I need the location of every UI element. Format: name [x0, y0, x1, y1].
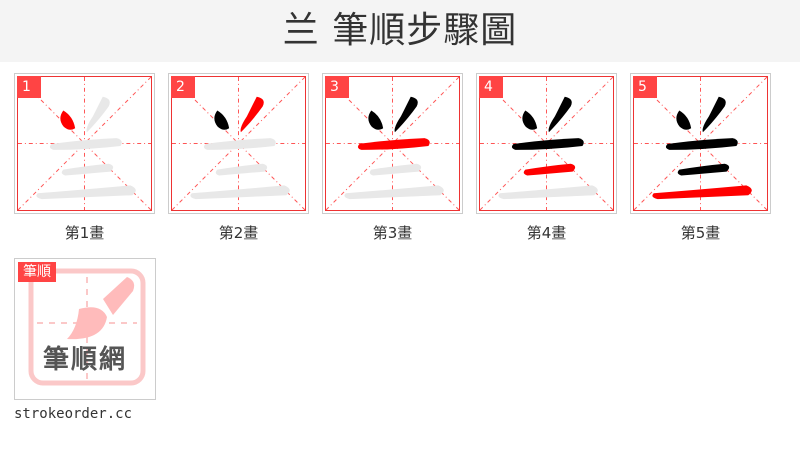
stroke-card-3: 3 [322, 73, 463, 214]
step-number-badge: 3 [325, 76, 349, 98]
strokeorder-logo[interactable]: 筆順 筆順網 [14, 258, 156, 400]
grid-frame [633, 76, 768, 211]
step-label: 第3畫 [372, 224, 413, 242]
brush-icon [28, 268, 146, 386]
step-label: 第2畫 [218, 224, 259, 242]
stroke-grid [18, 77, 151, 210]
stroke-grid [634, 77, 767, 210]
stroke-card-4: 4 [476, 73, 617, 214]
header-bar [0, 0, 800, 62]
logo-badge: 筆順 [18, 262, 56, 282]
stroke-card-2: 2 [168, 73, 309, 214]
step-label: 第4畫 [526, 224, 567, 242]
step-label: 第5畫 [680, 224, 721, 242]
step-label: 第1畫 [64, 224, 105, 242]
stroke-grid [172, 77, 305, 210]
grid-frame [17, 76, 152, 211]
stroke-card-5: 5 [630, 73, 771, 214]
page-title: 兰 筆順步驟圖 [282, 10, 518, 51]
stroke-grid [326, 77, 459, 210]
step-number-badge: 4 [479, 76, 503, 98]
grid-frame [171, 76, 306, 211]
step-number-badge: 5 [633, 76, 657, 98]
site-url[interactable]: strokeorder.cc [14, 406, 133, 422]
grid-frame [325, 76, 460, 211]
step-number-badge: 2 [171, 76, 195, 98]
step-number-badge: 1 [17, 76, 41, 98]
logo-text: 筆順網 [42, 345, 127, 375]
grid-frame [479, 76, 614, 211]
stroke-card-1: 1 [14, 73, 155, 214]
stroke-grid [480, 77, 613, 210]
